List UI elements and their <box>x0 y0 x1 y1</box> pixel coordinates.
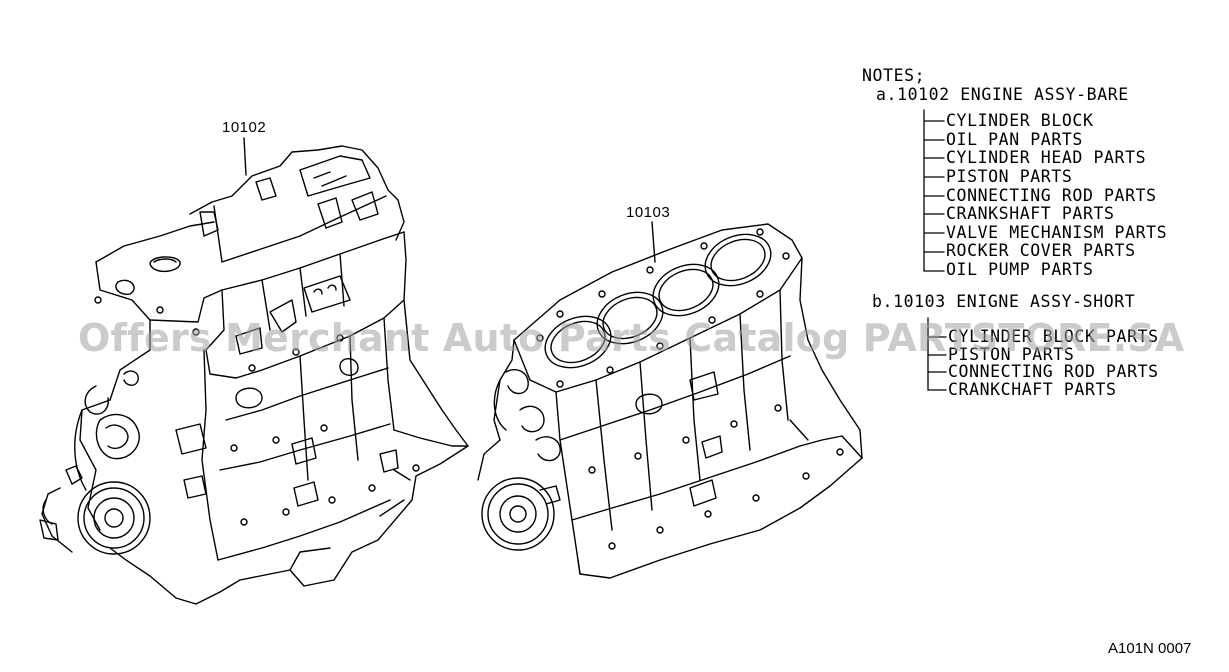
notes-a-item: PISTON PARTS <box>946 167 1073 186</box>
notes-b-item: PISTON PARTS <box>948 345 1075 364</box>
notes-b-item: CONNECTING ROD PARTS <box>948 362 1159 381</box>
notes-a-item: ROCKER COVER PARTS <box>946 241 1136 260</box>
part-label-10102[interactable]: 10102 <box>222 119 267 136</box>
part-label-10103[interactable]: 10103 <box>626 204 671 221</box>
notes-title: NOTES; <box>862 66 926 85</box>
engine-assy-short-drawing <box>477 221 863 579</box>
watermark-text: Offers Merchant Auto Parts Catalog PARTS… <box>78 316 1185 360</box>
notes-a-item: OIL PUMP PARTS <box>946 260 1094 279</box>
notes-tree-lines <box>923 109 947 391</box>
notes-a-item: CYLINDER BLOCK <box>946 111 1094 130</box>
diagram-reference: A101N 0007 <box>1108 640 1192 657</box>
notes-a-item: VALVE MECHANISM PARTS <box>946 223 1168 242</box>
notes-group-b-heading: b.10103 ENIGNE ASSY-SHORT <box>872 292 1136 311</box>
engine-assy-bare-drawing <box>39 137 469 605</box>
notes-a-item: OIL PAN PARTS <box>946 130 1083 149</box>
notes-b-item: CRANKCHAFT PARTS <box>948 380 1117 399</box>
notes-a-item: CRANKSHAFT PARTS <box>946 204 1115 223</box>
notes-a-item: CONNECTING ROD PARTS <box>946 186 1157 205</box>
notes-group-a-heading: a.10102 ENGINE ASSY-BARE <box>876 85 1129 104</box>
notes-b-item: CYLINDER BLOCK PARTS <box>948 327 1159 346</box>
notes-a-item: CYLINDER HEAD PARTS <box>946 148 1147 167</box>
